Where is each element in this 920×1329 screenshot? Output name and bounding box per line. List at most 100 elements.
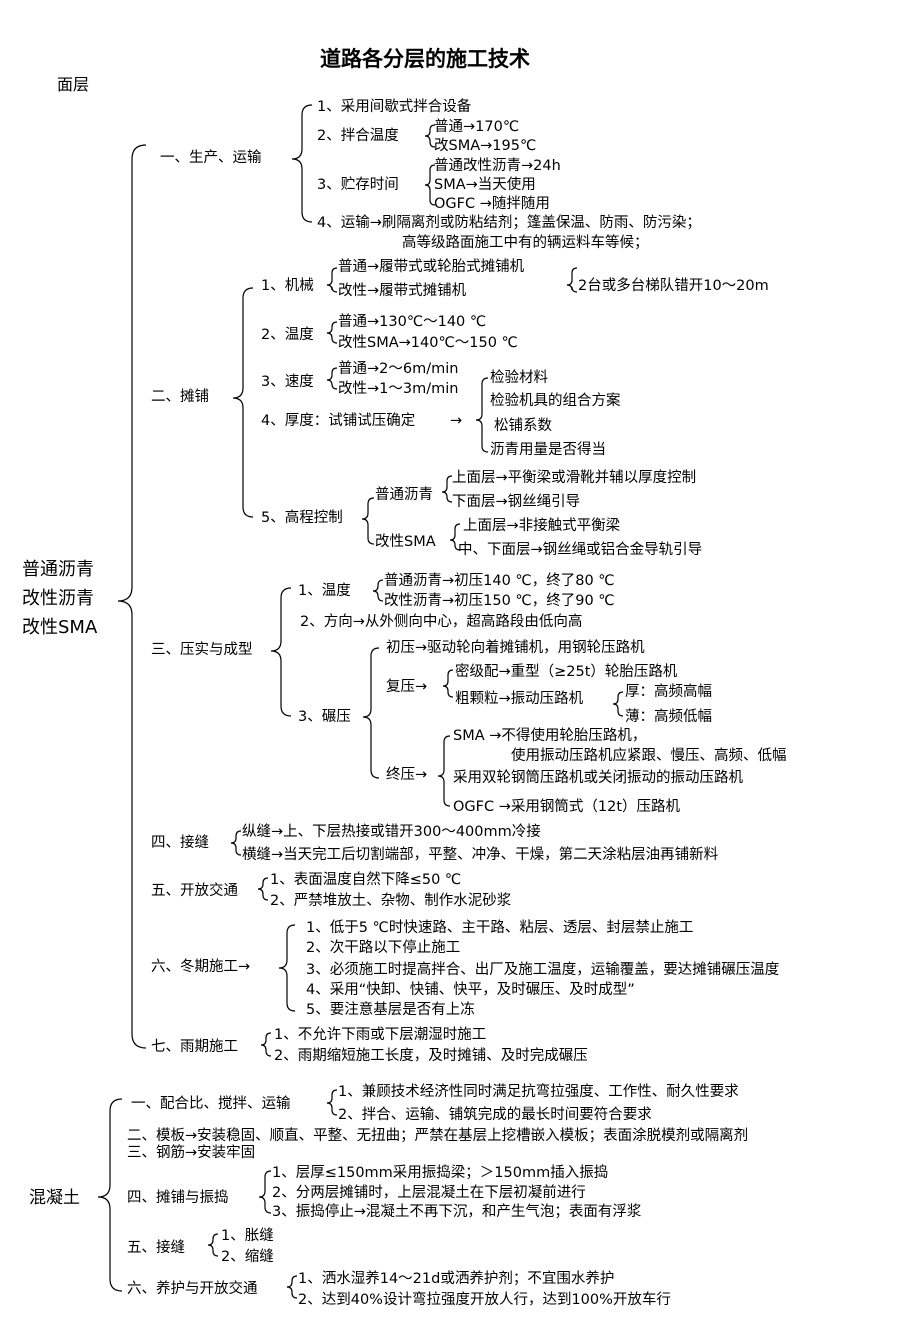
leaf-node: 薄：高频低幅 <box>625 709 712 725</box>
leaf-node: 使用振动压路机应紧跟、慢压、高频、低幅 <box>511 748 787 764</box>
leaf-node: 横缝→当天完工后切割端部，平整、冲净、干燥，第二天涂粘层油再铺新料 <box>242 847 719 863</box>
root-node-asphalt: 改性SMA <box>22 617 98 638</box>
leaf-node: 1、胀缝 <box>221 1228 274 1244</box>
branch-node: 五、开放交通 <box>151 883 238 899</box>
leaf-node: 4、运输→刷隔离剂或防粘结剂；篷盖保温、防雨、防污染； <box>317 215 701 231</box>
leaf-node: 1、兼顾技术经济性同时满足抗弯拉强度、工作性、耐久性要求 <box>338 1084 739 1100</box>
page-title: 道路各分层的施工技术 <box>320 47 530 71</box>
leaf-node: 2、温度 <box>261 327 314 343</box>
leaf-node: 3、贮存时间 <box>317 177 399 193</box>
brace-connector <box>449 523 461 551</box>
leaf-node: 3、碾压 <box>298 709 351 725</box>
root-node-asphalt: 普通沥青 <box>22 559 94 580</box>
leaf-node: 3、振捣停止→混凝土不再下沉，和产生气泡；表面有浮浆 <box>272 1204 642 1220</box>
leaf-node: 2、雨期缩短施工长度，及时摊铺、及时完成碾压 <box>274 1048 588 1064</box>
brace-connector <box>326 321 338 344</box>
brace-connector <box>372 579 384 602</box>
leaf-node: OGFC →采用钢筒式（12t）压路机 <box>453 799 681 815</box>
root-node-asphalt: 改性沥青 <box>22 588 94 609</box>
leaf-node: 2、分两层摊铺时，上层混凝土在下层初凝前进行 <box>272 1185 586 1201</box>
leaf-node: 初压→驱动轮向着摊铺机，用钢轮压路机 <box>386 640 645 656</box>
leaf-node: 1、机械 <box>261 278 314 294</box>
brace-connector <box>361 497 375 545</box>
brace-connector <box>326 367 338 390</box>
leaf-node: 1、表面温度自然下降≤50 ℃ <box>270 872 462 888</box>
leaf-node: 普通沥青→初压140 ℃，终了80 ℃ <box>384 573 615 589</box>
brace-connector <box>207 1233 219 1257</box>
arrow-icon: → <box>450 413 463 429</box>
leaf-node: 1、温度 <box>298 583 351 599</box>
leaf-node: 普通→履带式或轮胎式摊铺机 <box>338 259 525 275</box>
leaf-node: 4、厚度：试铺试压确定 <box>261 413 416 429</box>
brace-connector <box>475 377 489 453</box>
brace-connector <box>257 877 269 901</box>
section-heading: 面层 <box>57 75 90 94</box>
brace-connector <box>326 267 338 293</box>
branch-node: 三、压实与成型 <box>151 642 253 658</box>
brace-connector <box>437 735 451 807</box>
branch-node: 一、生产、运输 <box>160 150 262 166</box>
brace-connector <box>566 267 578 293</box>
brace-connector <box>424 124 436 148</box>
leaf-node: 1、采用间歇式拌合设备 <box>317 99 472 115</box>
branch-node: 三、钢筋→安装牢固 <box>127 1145 256 1161</box>
branch-node: 四、摊铺与振捣 <box>127 1190 229 1206</box>
leaf-node: 2台或多台梯队错开10～20m <box>578 278 769 294</box>
leaf-node: 2、拌合温度 <box>317 128 399 144</box>
brace-connector <box>362 647 380 779</box>
branch-node: 五、接缝 <box>127 1240 185 1256</box>
leaf-node: 1、层厚≤150mm采用振捣梁；＞150mm插入振捣 <box>272 1165 609 1181</box>
brace-connector <box>278 924 296 1012</box>
branch-node: 六、冬期施工→ <box>151 959 251 975</box>
leaf-node: 采用双轮钢筒压路机或关闭振动的振动压路机 <box>453 770 743 786</box>
brace-connector <box>258 1170 272 1214</box>
branch-node: 六、养护与开放交通 <box>127 1281 258 1297</box>
leaf-node: 普通沥青 <box>375 487 433 503</box>
leaf-node: 2、方向→从外侧向中心，超高路段由低向高 <box>300 614 583 630</box>
brace-connector <box>286 1275 298 1299</box>
leaf-node: 检验材料 <box>490 370 548 386</box>
branch-node: 二、模板→安装稳固、顺直、平整、无扭曲；严禁在基层上挖槽嵌入模板；表面涂脱模剂或… <box>127 1128 749 1144</box>
leaf-node: 改性沥青→初压150 ℃，终了90 ℃ <box>384 593 615 609</box>
brace-connector <box>230 830 242 856</box>
leaf-node: 普通→2～6m/min <box>338 361 459 377</box>
branch-node: 七、雨期施工 <box>151 1039 238 1055</box>
leaf-node: 沥青用量是否得当 <box>490 442 606 458</box>
leaf-node: SMA →不得使用轮胎压路机， <box>453 728 647 744</box>
leaf-node: 5、要注意基层是否有上冻 <box>306 1002 475 1018</box>
leaf-node: 1、低于5 ℃时快速路、主干路、粘层、透层、封层禁止施工 <box>306 920 694 936</box>
leaf-node: 普通→130℃～140 ℃ <box>338 314 487 330</box>
brace-connector <box>326 1089 338 1116</box>
leaf-node: 上面层→平衡梁或滑靴并辅以厚度控制 <box>452 470 697 486</box>
leaf-node: 高等级路面施工中有的辆运料车等候； <box>402 235 649 251</box>
leaf-node: 终压→ <box>386 767 428 783</box>
leaf-node: 2、达到40%设计弯拉强度开放人行，达到100%开放车行 <box>298 1292 671 1308</box>
leaf-node: OGFC →随拌随用 <box>434 196 550 212</box>
leaf-node: 改性SMA→140℃～150 ℃ <box>338 335 518 351</box>
leaf-node: 2、严禁堆放土、杂物、制作水泥砂浆 <box>270 893 512 909</box>
leaf-node: 改SMA→195℃ <box>434 138 537 154</box>
leaf-node: 改性→履带式摊铺机 <box>338 283 467 299</box>
leaf-node: 改性→1～3m/min <box>338 381 459 397</box>
leaf-node: 复压→ <box>386 679 428 695</box>
leaf-node: 改性SMA <box>375 534 436 550</box>
brace-connector <box>291 104 313 223</box>
leaf-node: 检验机具的组合方案 <box>490 393 621 409</box>
brace-connector <box>442 669 454 698</box>
leaf-node: 上面层→非接触式平衡梁 <box>463 518 621 534</box>
leaf-node: 粗颗粒→振动压路机 <box>455 691 584 707</box>
branch-node: 四、接缝 <box>151 835 209 851</box>
brace-connector <box>612 691 624 717</box>
leaf-node: 4、采用“快卸、快铺、快平，及时碾压、及时成型” <box>306 982 635 998</box>
leaf-node: 2、次干路以下停止施工 <box>306 940 461 956</box>
leaf-node: 厚：高频高幅 <box>625 684 712 700</box>
leaf-node: 1、不允许下雨或下层潮湿时施工 <box>274 1027 487 1043</box>
brace-connector <box>260 1032 272 1057</box>
leaf-node: 5、高程控制 <box>261 510 343 526</box>
leaf-node: 3、速度 <box>261 374 314 390</box>
leaf-node: 2、拌合、运输、铺筑完成的最长时间要符合要求 <box>338 1107 652 1123</box>
brace-connector <box>117 144 147 1049</box>
branch-node: 一、配合比、搅拌、运输 <box>131 1096 291 1112</box>
leaf-node: 普通改性沥青→24h <box>434 158 561 174</box>
